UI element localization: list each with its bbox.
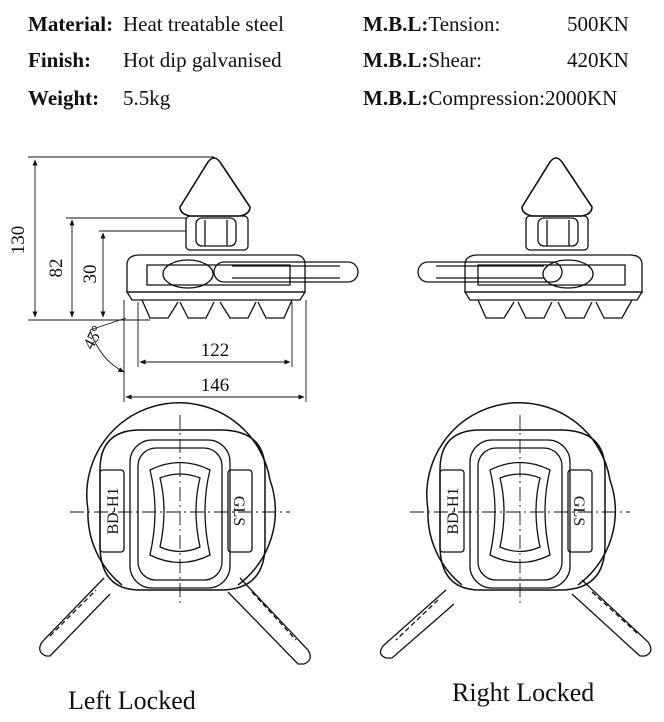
spec-tension: M.B.L:Tension: 500KN [363, 12, 629, 37]
plate-label-right-bdh1: BD-H1 [445, 487, 462, 534]
spec-shear-value: 420KN [567, 48, 629, 72]
plan-view-left [39, 402, 311, 665]
spec-weight: Weight: 5.5kg [28, 86, 170, 111]
spec-shear-label: Shear: [428, 48, 482, 72]
plate-label-right-gls: GLS [570, 496, 587, 526]
spec-shear: M.B.L:Shear: 420KN [363, 48, 629, 73]
dim-82: 82 [46, 259, 67, 278]
dim-146: 146 [201, 375, 230, 396]
spec-finish-key: Finish: [28, 48, 92, 72]
spec-material-value: Heat treatable steel [123, 12, 284, 36]
plate-label-left-bdh1: BD-H1 [105, 487, 122, 534]
spec-compression: M.B.L:Compression:2000KN [363, 86, 617, 111]
spec-compression-label: Compression: [428, 86, 545, 110]
spec-tension-key: M.B.L: [363, 12, 429, 36]
spec-weight-key: Weight: [28, 86, 100, 110]
plate-label-left-gls: GLS [230, 496, 247, 526]
plan-view-right [379, 402, 652, 659]
spec-material-key: Material: [28, 12, 114, 36]
spec-weight-value: 5.5kg [123, 86, 171, 110]
spec-finish-value: Hot dip galvanised [123, 48, 282, 72]
spec-finish: Finish: Hot dip galvanised [28, 48, 282, 73]
spec-compression-key: M.B.L: [363, 86, 429, 110]
caption-left-locked: Left Locked [68, 686, 196, 715]
side-view-right [417, 157, 644, 319]
caption-right-locked: Right Locked [452, 678, 595, 707]
dim-30: 30 [80, 265, 101, 284]
spec-shear-key: M.B.L: [363, 48, 429, 72]
dim-45-angle: 45° [79, 322, 107, 352]
dim-122: 122 [201, 340, 230, 361]
spec-tension-label: Tension: [428, 12, 501, 36]
dimension-lines [28, 156, 307, 402]
side-view-left [125, 157, 359, 319]
spec-compression-value: 2000KN [545, 86, 618, 110]
spec-tension-value: 500KN [567, 12, 629, 36]
spec-material: Material: Heat treatable steel [28, 12, 284, 37]
dim-130: 130 [8, 226, 29, 255]
